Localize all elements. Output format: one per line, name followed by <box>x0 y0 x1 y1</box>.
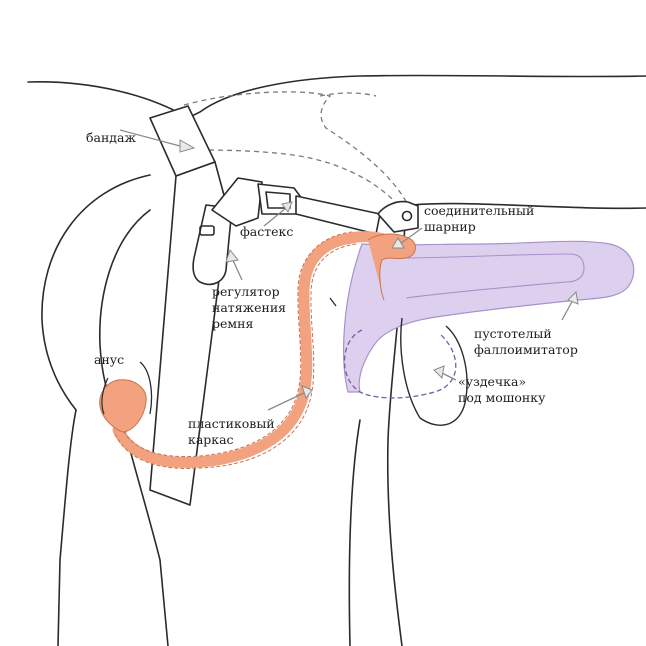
label-frame-line2: каркас <box>188 432 234 447</box>
label-anus: анус <box>94 352 124 368</box>
bandage-dashed-outline <box>183 91 409 206</box>
fastex-arrow <box>263 201 293 227</box>
label-regulator-line1: регулятор <box>212 284 280 299</box>
label-bridle-line2: под мошонку <box>458 390 546 405</box>
frame-arrow <box>267 385 313 411</box>
label-plastic-frame: пластиковый каркас <box>188 416 275 448</box>
label-phallus-line1: пустотелый <box>474 326 552 341</box>
anal-plug-shape <box>99 361 153 433</box>
label-regulator-line2: натяжения <box>212 300 287 315</box>
bridle-arrow <box>433 365 457 381</box>
label-fastex-text: фастекс <box>240 224 294 239</box>
label-bridle: «уздечка» под мошонку <box>458 374 545 406</box>
belly-line <box>411 202 646 210</box>
waist-contour <box>27 74 646 119</box>
label-anus-text: анус <box>94 352 125 367</box>
back-leg <box>57 409 77 646</box>
bandage-arrow <box>119 129 196 153</box>
annotation-arrows <box>119 129 579 411</box>
phallus-arrow <box>561 290 579 321</box>
label-bandage-text: бандаж <box>86 130 136 145</box>
front-leg <box>348 419 361 646</box>
fastex-buckle-shape <box>211 177 381 235</box>
label-connector-line1: соединительный <box>424 203 535 218</box>
label-connector-line2: шарнир <box>424 219 476 234</box>
label-bandage: бандаж <box>86 130 136 146</box>
label-hollow-phallus: пустотелый фаллоимитатор <box>474 326 578 358</box>
regulator-arrow <box>225 248 243 281</box>
connector-arrow <box>391 227 423 249</box>
buttock-outer <box>41 174 151 411</box>
label-phallus-line2: фаллоимитатор <box>474 342 578 357</box>
label-strap-regulator: регулятор натяжения ремня <box>212 284 286 332</box>
label-regulator-line3: ремня <box>212 316 254 331</box>
label-fastex: фастекс <box>240 224 293 240</box>
hip-tick <box>329 297 337 307</box>
label-connector: соединительный шарнир <box>424 203 534 235</box>
hollow-phallus-shape <box>343 233 635 426</box>
label-frame-line1: пластиковый <box>188 416 275 431</box>
strap-regulator-shape <box>192 204 233 286</box>
connector-hinge-shape <box>376 200 419 233</box>
label-bridle-line1: «уздечка» <box>458 374 527 389</box>
